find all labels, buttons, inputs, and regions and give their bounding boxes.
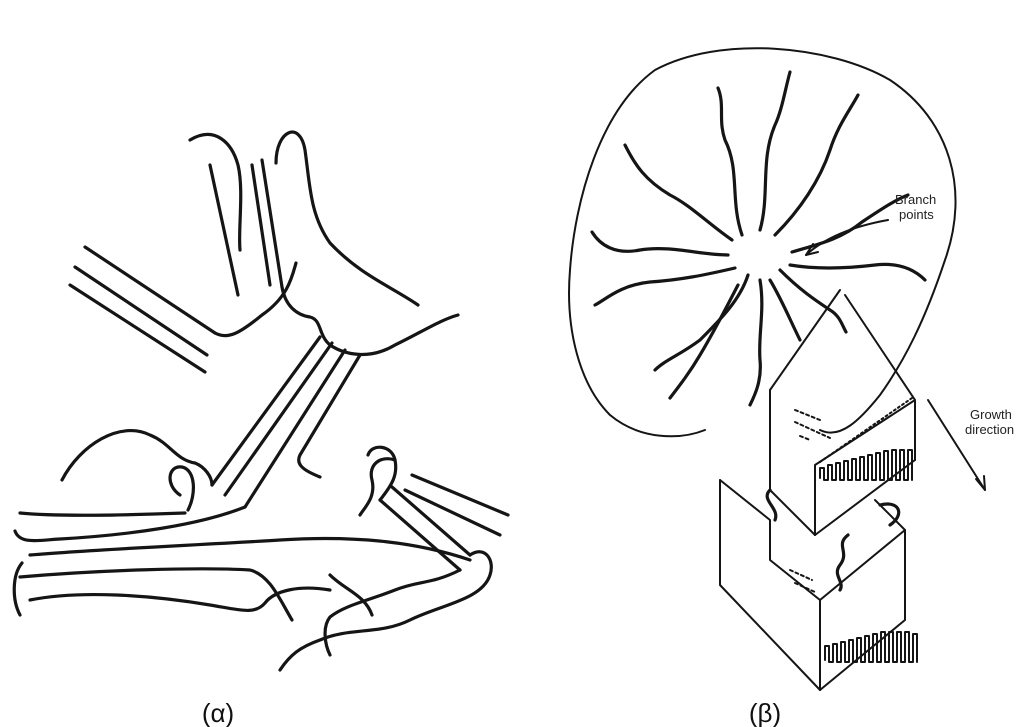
growth-direction-label-1: Growth	[970, 407, 1012, 422]
branch-points-label-2: points	[899, 207, 934, 222]
fibril-3	[775, 95, 858, 235]
lamella-block-lower	[720, 480, 917, 690]
radial-fibrils	[592, 72, 925, 405]
block-upper-right-edge	[845, 295, 915, 460]
chain-tail-left	[14, 563, 22, 615]
fold-pattern-upper	[820, 450, 912, 480]
stray-chain-1	[330, 575, 372, 615]
fold-dots-lower	[790, 570, 815, 592]
fibril-1	[718, 88, 742, 235]
growth-direction-label-2: direction	[965, 422, 1014, 437]
panel-a-lamellae-drawing	[14, 132, 508, 670]
lamella-bottom-2	[15, 507, 245, 541]
fibril-4	[625, 145, 732, 240]
lamella-diag-left-2	[75, 267, 207, 355]
block-lower-right-edge	[820, 530, 905, 690]
fibril-13	[770, 280, 800, 340]
tie-chain-bulb	[276, 132, 418, 305]
block-upper-top-edge	[770, 290, 840, 390]
branch-points-arrow	[806, 220, 888, 255]
fibril-2	[760, 72, 790, 230]
loose-loop	[62, 431, 212, 485]
panel-b-spherulite-drawing: Branch points	[569, 48, 1014, 690]
fibril-5	[592, 232, 728, 255]
fibril-11	[792, 195, 908, 252]
lamella-diag-left-3	[70, 285, 205, 372]
fold-hatch-upper	[820, 398, 912, 462]
lamella-main-inner	[282, 287, 458, 354]
block-lower-top-edge	[820, 500, 905, 600]
curl-loop	[170, 467, 193, 510]
fibril-10	[790, 264, 925, 280]
caption-panel-b: (β)	[749, 698, 781, 727]
fibril-6	[595, 268, 735, 305]
right-chain-lower	[325, 570, 460, 655]
fibril-8	[750, 280, 762, 405]
branch-points-label-1: Branch	[895, 192, 936, 207]
lamella-vertical-3	[262, 160, 282, 287]
fold-dots-upper	[795, 410, 830, 440]
caption-panel-a: (α)	[202, 698, 234, 727]
lamella-vertical-2	[252, 165, 270, 285]
lamella-long-2	[225, 343, 332, 495]
fibril-12	[780, 270, 846, 332]
spherulite-outline	[569, 48, 955, 436]
lamella-bottom-3	[30, 539, 470, 560]
lamella-main-bent	[215, 263, 296, 336]
lamella-vertical-1	[210, 165, 238, 295]
block-lower-face-left	[720, 480, 820, 690]
fibril-9	[670, 285, 738, 398]
block-lower-left-long	[720, 480, 820, 690]
lamella-bottom-1	[20, 513, 185, 515]
lamella-long-1	[212, 337, 320, 485]
lamella-right-1	[412, 475, 508, 515]
lamella-diag-left-1	[85, 247, 215, 333]
